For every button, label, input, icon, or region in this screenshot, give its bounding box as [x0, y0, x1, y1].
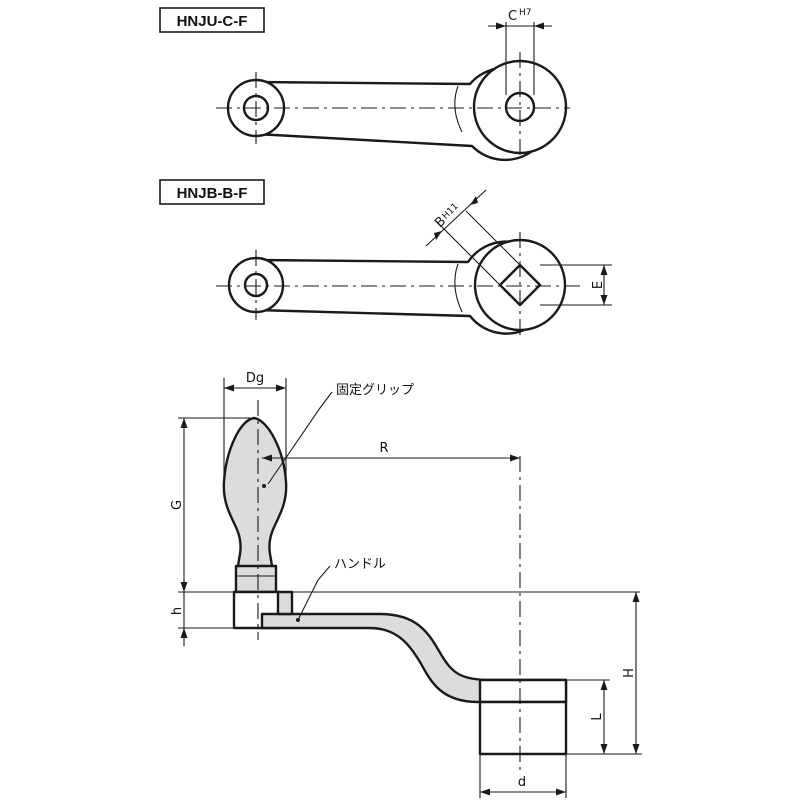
grip-neck	[234, 564, 278, 594]
dim-c-arrow-left	[496, 22, 506, 30]
hub-flange-side	[478, 678, 568, 704]
dim-l-arrow-bottom	[600, 744, 608, 754]
dim-bigh-arrow-bottom	[632, 744, 640, 754]
dim-dg-arrow-left	[224, 384, 234, 392]
callout-handle-dot	[296, 618, 300, 622]
dim-h-label: h	[170, 607, 185, 615]
dim-c-tolerance: H7	[519, 8, 532, 18]
dim-e-arrow-top	[600, 265, 608, 275]
dim-b-arrow-b	[470, 196, 478, 205]
view-side: Dg 固定グリップ R G h ハンドル H	[170, 371, 642, 798]
dim-r-label: R	[379, 441, 388, 456]
dim-c-arrow-right	[534, 22, 544, 30]
dim-c-label: C	[508, 9, 517, 24]
dim-g-label: G	[170, 500, 185, 510]
dim-g-arrow-top	[180, 418, 188, 428]
model-label-hnjb: HNJB-B-F	[177, 185, 248, 202]
dim-b-ext-a	[435, 220, 501, 286]
dim-l-label: L	[590, 713, 605, 721]
dim-h-arrow	[180, 628, 188, 638]
dim-b-tolerance: H11	[441, 202, 461, 222]
fixed-grip	[222, 416, 288, 570]
model-tag-hnju	[159, 7, 265, 33]
dim-e-label: E	[591, 281, 606, 289]
dim-r-arrow-left	[262, 454, 272, 462]
dim-d-arrow-right	[556, 788, 566, 796]
dim-bigh-arrow-top	[632, 592, 640, 602]
callout-handle-leader	[297, 565, 331, 621]
dim-dg-arrow-right	[276, 384, 286, 392]
view-hnju-c-f: HNJU-C-F C H7	[159, 7, 570, 162]
dim-e-arrow-bottom	[600, 295, 608, 305]
dim-l-arrow-top	[600, 680, 608, 690]
dim-r-arrow-right	[510, 454, 520, 462]
dim-g-arrow-bottom	[180, 582, 188, 592]
dim-d-label: d	[518, 775, 526, 790]
model-tag-hnjb	[159, 179, 265, 205]
dim-b-ext-b	[465, 210, 521, 266]
model-label-hnju: HNJU-C-F	[177, 13, 248, 30]
view-hnjb-b-f: HNJB-B-F B H11 E	[159, 179, 612, 340]
grip-center-dot	[262, 484, 266, 488]
dim-dg-label: Dg	[246, 371, 264, 386]
dim-bigh-label: H	[622, 668, 637, 678]
dim-d-arrow-left	[480, 788, 490, 796]
callout-grip-leader	[267, 391, 333, 485]
hub-body-side	[478, 700, 568, 756]
callout-grip-text: 固定グリップ	[336, 383, 414, 398]
callout-handle-text: ハンドル	[334, 557, 386, 572]
arm-step	[276, 590, 294, 616]
arm-transition-middle	[454, 263, 463, 313]
dim-b-arrow-a	[434, 231, 442, 240]
